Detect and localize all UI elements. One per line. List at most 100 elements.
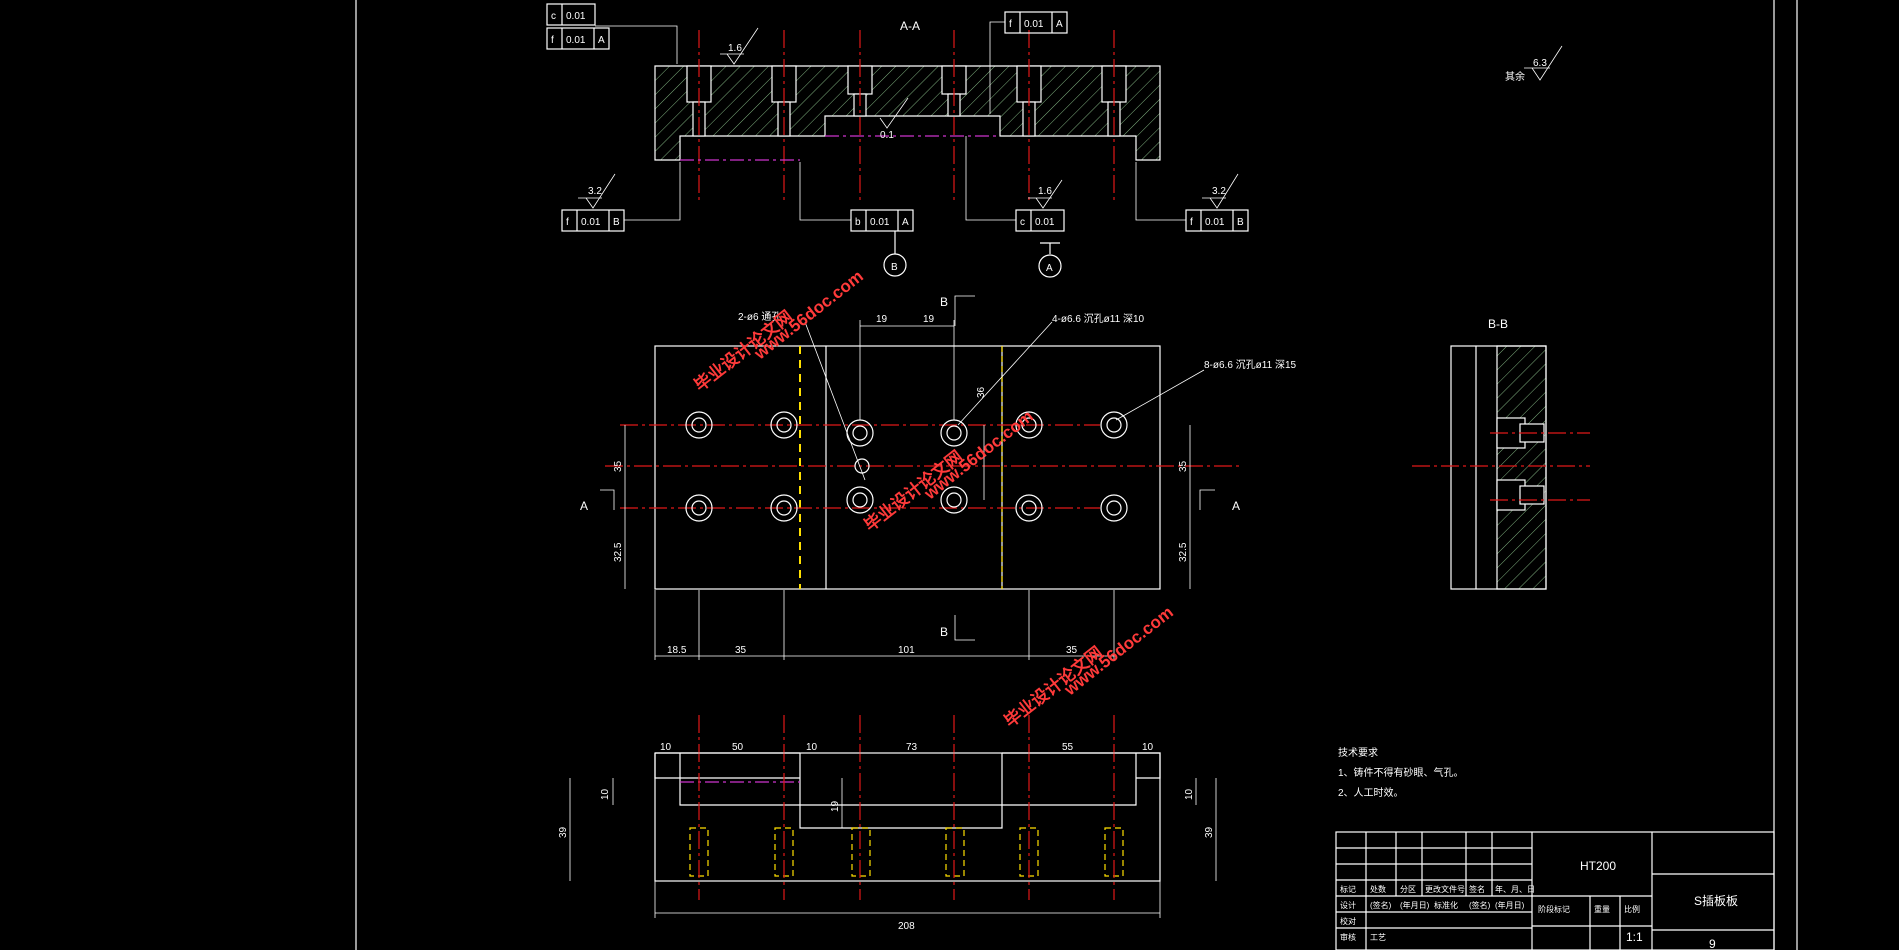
svg-text:技术要求: 技术要求	[1338, 746, 1378, 759]
roughness-rest: 其余 6.3	[1505, 45, 1563, 83]
svg-text:32.5: 32.5	[1178, 542, 1189, 562]
part-name: S插板板	[1694, 894, 1738, 908]
svg-text:A: A	[580, 499, 588, 513]
svg-text:阶段标记: 阶段标记	[1538, 904, 1570, 914]
plan-view: B B A A	[580, 295, 1240, 641]
svg-text:0.01: 0.01	[1024, 19, 1044, 30]
material-label: HT200	[1580, 859, 1616, 873]
svg-text:8-ø6.6 沉孔ø11 深15: 8-ø6.6 沉孔ø11 深15	[1204, 358, 1297, 371]
svg-text:35: 35	[1178, 460, 1189, 472]
svg-text:工艺: 工艺	[1370, 933, 1386, 942]
gdt-frame-top-mid: f 0.01 A	[989, 11, 1068, 114]
sheet-number: 9	[1709, 937, 1716, 950]
svg-text:50: 50	[732, 742, 744, 753]
svg-text:其余: 其余	[1505, 70, 1525, 83]
svg-text:A: A	[1232, 499, 1240, 513]
gdt-frame-bottom-right: 3.2 f 0.01 B	[1135, 162, 1249, 232]
svg-text:c: c	[551, 11, 556, 22]
svg-text:101: 101	[898, 645, 915, 656]
svg-text:10: 10	[806, 742, 818, 753]
plan-dimensions: 19 19 36 35 32.5 35 32.5 18.5 35 101 35	[613, 314, 1191, 660]
svg-text:0.01: 0.01	[581, 217, 601, 228]
svg-text:2-ø6 通孔: 2-ø6 通孔	[738, 311, 781, 323]
svg-text:f: f	[1009, 19, 1012, 30]
svg-text:毕业设计论文网: 毕业设计论文网	[1000, 642, 1106, 731]
gdt-frame-bottom-mid2: 1.6 c 0.01 A	[965, 136, 1065, 278]
svg-text:0.01: 0.01	[566, 11, 586, 22]
svg-text:www.56doc.com: www.56doc.com	[1060, 603, 1177, 700]
svg-text:A: A	[1046, 263, 1053, 274]
svg-text:208: 208	[898, 921, 915, 932]
drawing-frame	[355, 0, 1798, 950]
svg-text:0.01: 0.01	[1205, 217, 1225, 228]
svg-text:(年月日): (年月日)	[1400, 900, 1430, 910]
svg-text:f: f	[551, 35, 554, 46]
svg-text:B: B	[940, 625, 948, 639]
svg-text:标准化: 标准化	[1434, 900, 1458, 910]
hole-callouts: 2-ø6 通孔 4-ø6.6 沉孔ø11 深10 8-ø6.6 沉孔ø11 深1…	[738, 311, 1297, 481]
watermarks: 毕业设计论文网 www.56doc.com 毕业设计论文网 www.56doc.…	[690, 267, 1177, 732]
svg-text:f: f	[566, 217, 569, 228]
svg-text:0.01: 0.01	[1035, 217, 1055, 228]
front-dimensions: 10 50 10 73 55 10 10 19 39 10 39 208	[558, 742, 1217, 932]
svg-text:35: 35	[1066, 645, 1078, 656]
title-block: 标记 处数 分区 更改文件号 签名 年、月、日 设计 (签名) (年月日) 标准…	[1335, 831, 1775, 950]
svg-text:(年月日): (年月日)	[1495, 900, 1525, 910]
gdt-frame-top-left: c 0.01 f 0.01 A	[546, 3, 678, 64]
gdt-frame-bottom-left: 3.2 f 0.01 B	[561, 162, 681, 232]
svg-text:55: 55	[1062, 742, 1074, 753]
svg-text:B: B	[891, 262, 898, 273]
svg-text:1.6: 1.6	[728, 43, 742, 54]
svg-text:0.01: 0.01	[566, 35, 586, 46]
svg-text:19: 19	[923, 314, 935, 325]
svg-text:10: 10	[600, 788, 611, 800]
svg-text:处数: 处数	[1370, 884, 1386, 894]
svg-text:39: 39	[558, 826, 569, 838]
svg-text:校对: 校对	[1340, 916, 1356, 926]
svg-text:36: 36	[976, 386, 987, 398]
svg-text:A: A	[598, 35, 605, 46]
svg-text:73: 73	[906, 742, 918, 753]
roughness-symbol-1: 1.6	[720, 27, 759, 65]
technical-requirements: 技术要求 1、铸件不得有砂眼、气孔。 2、人工时效。	[1338, 746, 1464, 799]
svg-text:标记: 标记	[1340, 884, 1356, 894]
svg-text:毕业设计论文网: 毕业设计论文网	[860, 446, 966, 535]
svg-text:19: 19	[876, 314, 888, 325]
svg-text:0.1: 0.1	[880, 130, 894, 141]
svg-text:更改文件号: 更改文件号	[1425, 884, 1465, 894]
svg-text:c: c	[1020, 217, 1025, 228]
svg-text:0.01: 0.01	[870, 217, 890, 228]
svg-text:10: 10	[1142, 742, 1154, 753]
svg-text:35: 35	[613, 460, 624, 472]
svg-text:重量: 重量	[1594, 904, 1610, 914]
section-bb-view: B-B	[1412, 317, 1590, 590]
svg-text:B: B	[613, 217, 620, 228]
section-aa-view: A-A	[654, 19, 1161, 200]
svg-text:设计: 设计	[1340, 900, 1356, 910]
svg-text:35: 35	[735, 645, 747, 656]
svg-text:32.5: 32.5	[613, 542, 624, 562]
svg-text:(签名): (签名)	[1469, 900, 1491, 910]
gdt-frame-bottom-mid1: b 0.01 A B	[799, 162, 914, 277]
svg-text:A: A	[1056, 19, 1063, 30]
svg-text:A: A	[902, 217, 909, 228]
svg-text:39: 39	[1204, 826, 1215, 838]
svg-text:f: f	[1190, 217, 1193, 228]
svg-text:19: 19	[830, 800, 841, 812]
svg-text:10: 10	[660, 742, 672, 753]
svg-text:签名: 签名	[1469, 884, 1485, 894]
svg-text:1.6: 1.6	[1038, 186, 1052, 197]
svg-text:4-ø6.6 沉孔ø11 深10: 4-ø6.6 沉孔ø11 深10	[1052, 312, 1145, 325]
svg-text:(签名): (签名)	[1370, 900, 1392, 910]
svg-text:审核: 审核	[1340, 932, 1356, 942]
svg-text:b: b	[855, 217, 861, 228]
svg-text:www.56doc.com: www.56doc.com	[920, 407, 1037, 504]
svg-text:10: 10	[1184, 788, 1195, 800]
svg-text:3.2: 3.2	[1212, 186, 1226, 197]
svg-text:B-B: B-B	[1488, 317, 1508, 331]
svg-text:年、月、日: 年、月、日	[1495, 884, 1535, 894]
svg-text:2、人工时效。: 2、人工时效。	[1338, 786, 1404, 799]
roughness-symbol-5: 0.1	[879, 97, 909, 141]
svg-text:3.2: 3.2	[588, 186, 602, 197]
